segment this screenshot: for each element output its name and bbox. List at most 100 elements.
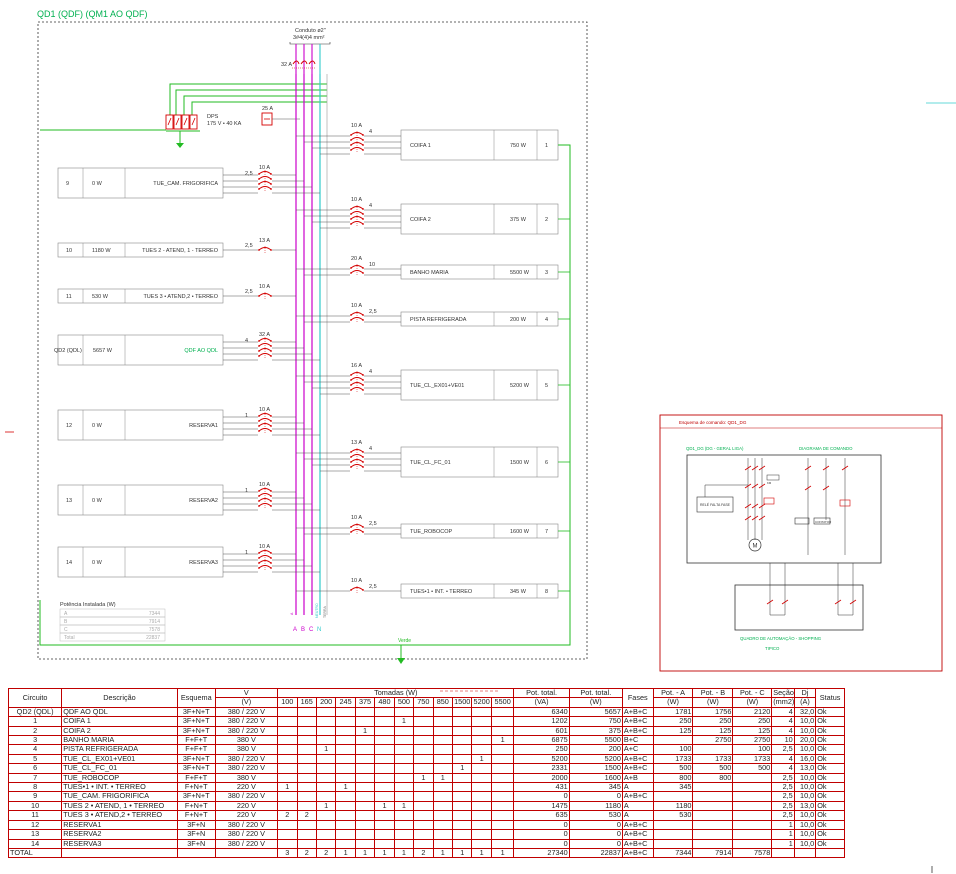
cell-pot-a: 250 (652, 716, 694, 727)
cell-section: 1 (771, 829, 795, 840)
cell-pot-va: 0 (513, 791, 570, 802)
cell-scheme: 3F+N+T (176, 763, 216, 774)
cell-pot-w: 1500 (568, 763, 623, 774)
cell-section: 2,5 (771, 782, 795, 793)
th-pot-va-unit: (VA) (513, 697, 570, 708)
circuit-description: TUE_CL_FC_01 (410, 460, 451, 466)
cell-outlet-total: 1 (490, 847, 515, 859)
cell-scheme: F+N+T (176, 810, 216, 821)
breaker-symbol (350, 523, 364, 535)
cell-circuit: 11 (7, 810, 63, 821)
cell-pot-a (652, 838, 694, 849)
cell-scheme: 3F+N+T (176, 725, 216, 737)
cable-section: 10 (369, 262, 375, 268)
installed-power-label: Total (64, 635, 75, 641)
circuit-power: 0 W (92, 560, 103, 566)
breaker-symbol (350, 371, 364, 393)
cell-outlet-count (296, 772, 317, 784)
breaker-rating: 10 A (351, 578, 362, 584)
cell-pot-va: 2000 (513, 772, 570, 784)
circuit-power: 375 W (510, 217, 527, 223)
cell-outlet-count (277, 791, 298, 802)
cable-section: 2,5 (245, 289, 253, 295)
cell-status: Ok (815, 772, 845, 784)
cell-outlet-count (432, 782, 454, 793)
circuit-number: QD2 (QDL) (54, 348, 82, 354)
cell-outlet-count (432, 791, 454, 802)
circuit-description: TUES 2 - ATEND, 1 - TERREO (142, 248, 219, 254)
cell-outlet-count (296, 706, 317, 718)
circuit-number: 8 (545, 589, 548, 595)
cell-pot-a: 1733 (652, 753, 694, 765)
th-pot-w: Pot. total. (568, 687, 623, 699)
cell-outlet-count (296, 800, 317, 812)
th-outlet-col: 750 (413, 697, 434, 708)
cell-outlet-count (490, 800, 515, 812)
cell-scheme: 3F+N+T (176, 706, 216, 718)
cell-pot-a: 1180 (652, 800, 694, 812)
breaker-symbol (258, 549, 272, 571)
breaker-symbol (258, 246, 272, 253)
cell-outlet-count (471, 819, 492, 831)
cell-outlet-count (277, 706, 298, 718)
cell-outlet-count (315, 716, 337, 727)
circuit-number: 11 (66, 294, 72, 300)
cell-outlet-count (277, 800, 298, 812)
cell-outlet-count (393, 706, 415, 718)
cell-outlet-count (296, 763, 317, 774)
cell-pot-b: 250 (692, 716, 734, 727)
cell-phases: A (621, 800, 654, 812)
cell-pot-b (692, 838, 734, 849)
cell-outlet-count (393, 753, 415, 765)
cell-pot-c (732, 791, 773, 802)
th-circuit: Circuito (7, 688, 63, 708)
cell-description: RESERVA2 (61, 829, 178, 840)
cell-section: 2,5 (771, 744, 795, 755)
cell-pot-w: 345 (568, 782, 623, 793)
th-pot-a-unit: (W) (652, 697, 694, 708)
cable-section: 1 (245, 413, 248, 419)
th-outlet-col: 5200 (471, 697, 492, 708)
cell-status: Ok (815, 725, 845, 737)
cell-outlet-count (277, 829, 298, 840)
cable-section: 4 (369, 446, 372, 452)
cell-phases: A+B+C (621, 725, 654, 737)
cell-outlet-count (335, 706, 356, 718)
cell-pot-va: 2331 (513, 763, 570, 774)
th-section-unit: (mm2) (771, 697, 795, 708)
cell-dj: 10,0 (793, 772, 817, 784)
cell-outlet-count (490, 810, 515, 821)
cell-pot-va: 1202 (513, 716, 570, 727)
breaker-symbol (350, 586, 364, 593)
cell-outlet-count (471, 810, 492, 821)
cell-section: 2,5 (771, 810, 795, 821)
th-description: Descrição (61, 688, 178, 708)
cell-outlet-count (413, 744, 434, 755)
cell-description: TUE_CL_EX01+VE01 (61, 753, 178, 765)
cell-outlet-total: 1 (335, 847, 356, 859)
cell-outlet-count (393, 829, 415, 840)
cell-voltage: 380 / 220 V (214, 819, 279, 831)
cell-outlet-count: 1 (432, 772, 454, 784)
cell-outlet-count (432, 735, 454, 746)
breaker-symbol (350, 131, 364, 153)
cable-section: 2,5 (369, 521, 377, 527)
cell-pot-c (732, 782, 773, 793)
cell-scheme: 3F+N (176, 819, 216, 831)
dps-breaker: 25 A (261, 106, 300, 126)
cell-voltage: 380 / 220 V (214, 725, 279, 737)
cell-circuit: 5 (7, 753, 63, 765)
breaker-symbol (258, 412, 272, 434)
cell-description: TUE_ROBOCOP (61, 772, 178, 784)
th-dj: Dj (793, 687, 817, 699)
cell-outlet-count (277, 763, 298, 774)
cell-outlet-count (374, 782, 395, 793)
